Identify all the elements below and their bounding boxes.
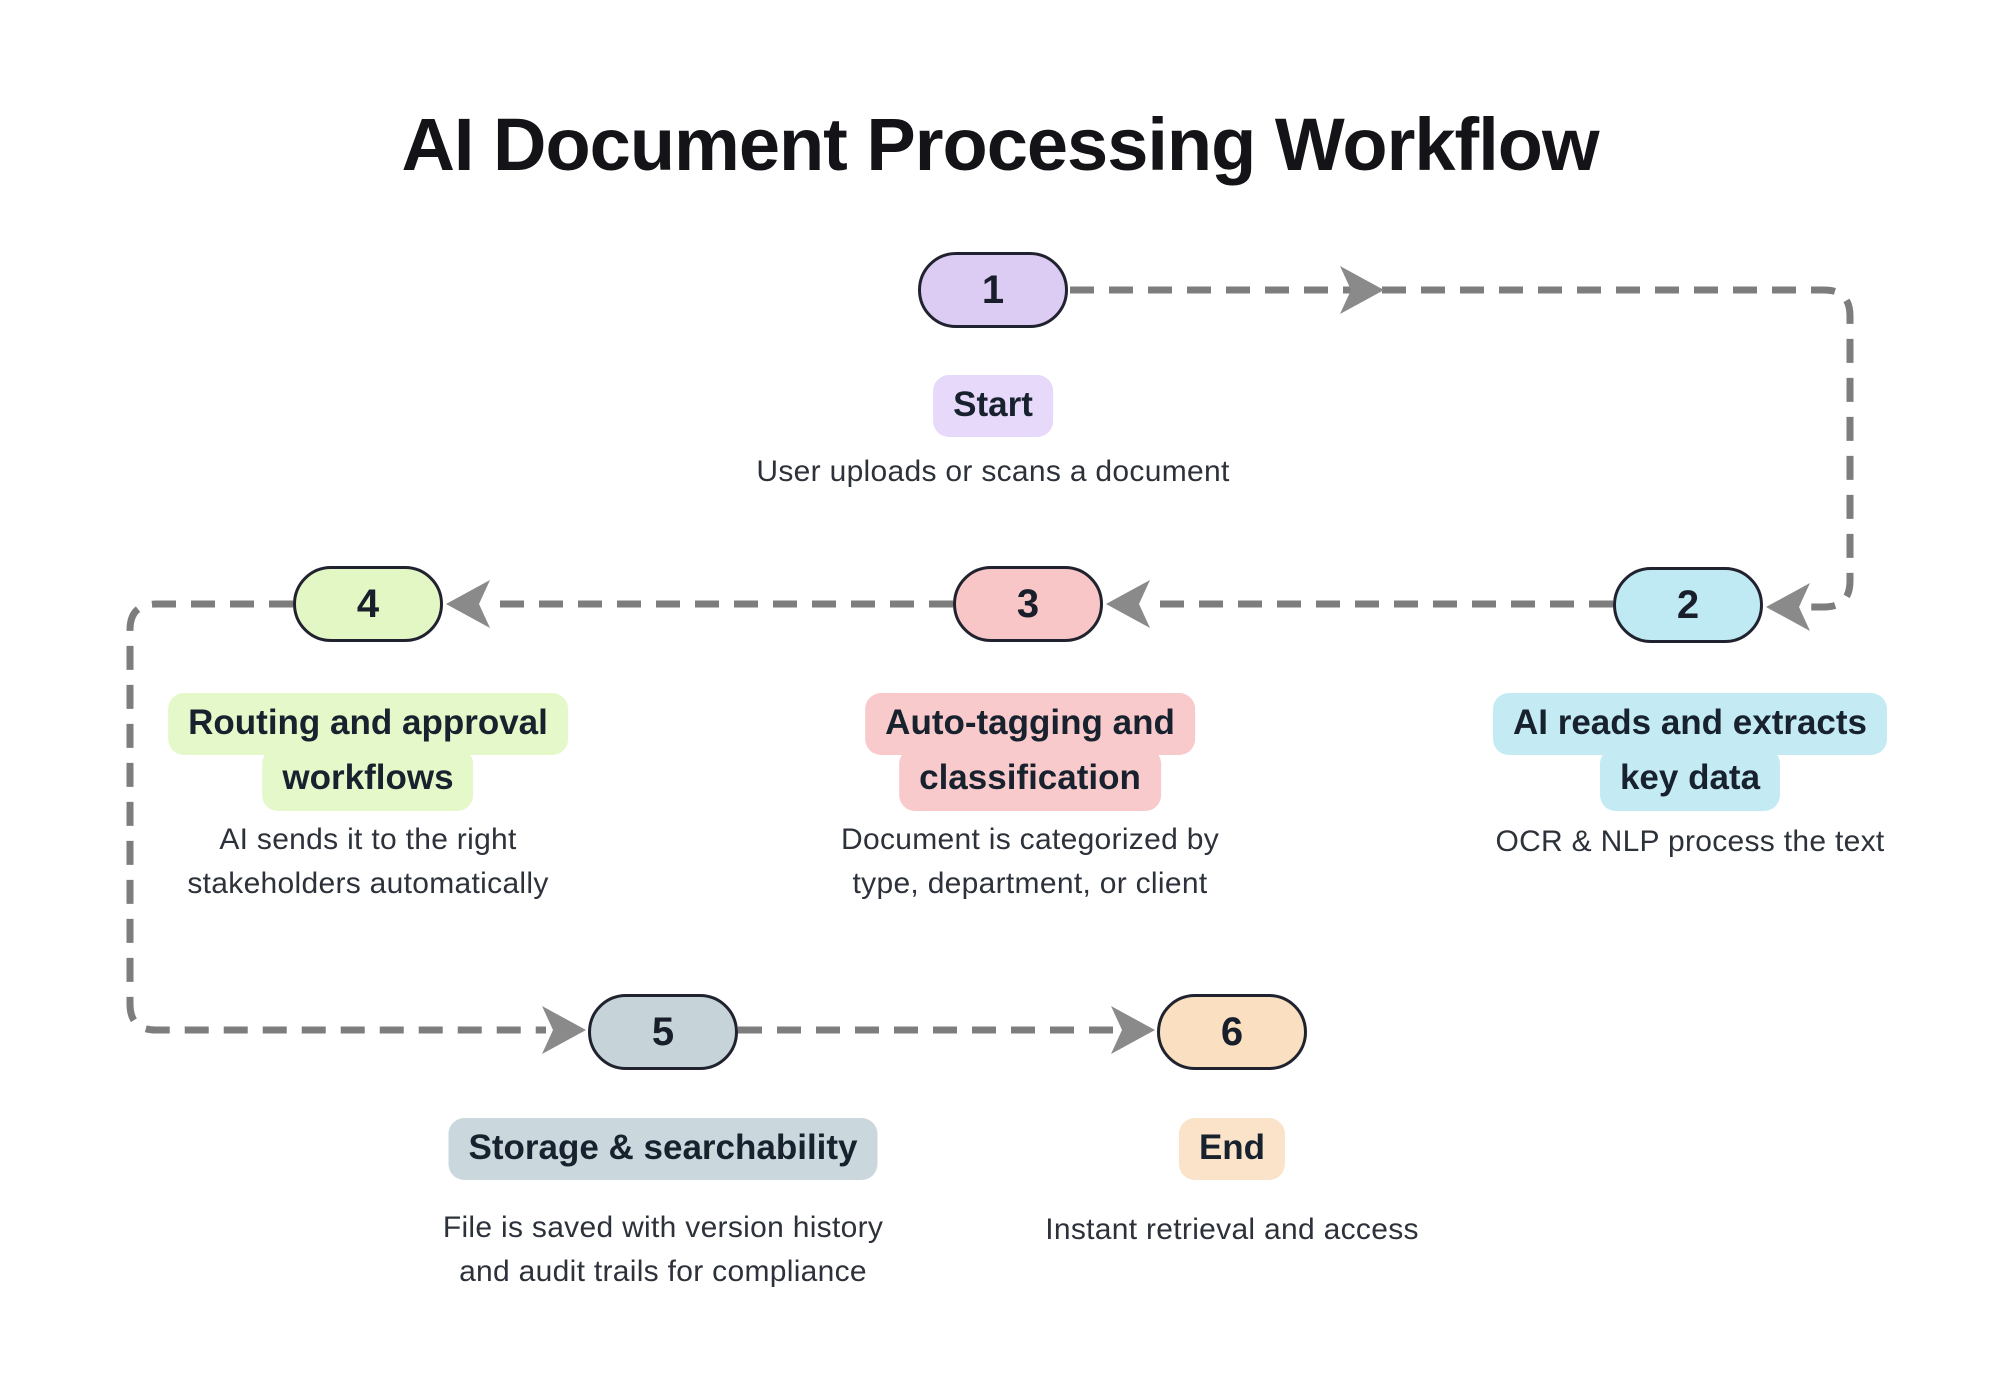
step-4-label-chip: Routing and approval <box>168 693 568 756</box>
arrowhead-into-3 <box>1106 580 1150 628</box>
step-3-description-line: type, department, or client <box>852 867 1208 900</box>
step-2-node: 2 <box>1613 567 1763 643</box>
step-6-description-line: Instant retrieval and access <box>1045 1213 1419 1246</box>
step-4-label: Routing and approval workflows <box>168 693 568 811</box>
step-5-description-line: File is saved with version history <box>442 1211 884 1244</box>
step-2-description: OCR & NLP process the text <box>1495 820 1884 864</box>
arrowhead-into-4 <box>446 580 490 628</box>
step-3-node: 3 <box>953 566 1103 642</box>
step-1-node: 1 <box>918 252 1068 328</box>
step-3-description-line: Document is categorized by <box>841 823 1219 856</box>
step-5-label-chip: Storage & searchability <box>448 1118 878 1181</box>
step-4-label-chip: workflows <box>262 748 474 811</box>
connector-4-5 <box>126 600 546 1034</box>
step-2-label-chip: AI reads and extracts <box>1492 693 1888 756</box>
step-4-number: 4 <box>356 581 380 626</box>
step-3-number: 3 <box>1016 581 1040 626</box>
arrowhead-into-6 <box>1111 1006 1155 1054</box>
step-3-label-chip: classification <box>899 748 1161 811</box>
step-2-label: AI reads and extracts key data <box>1492 693 1888 811</box>
step-4-description-line: stakeholders automatically <box>187 867 549 900</box>
step-5-label: Storage & searchability <box>448 1118 878 1181</box>
step-3-label: Auto-tagging and classification <box>865 693 1195 811</box>
step-5-node: 5 <box>588 994 738 1070</box>
arrowhead-into-5 <box>542 1006 586 1054</box>
step-4-description-line: AI sends it to the right <box>219 823 517 856</box>
step-6-label-chip: End <box>1178 1118 1286 1181</box>
step-5-description: File is saved with version history and a… <box>443 1206 883 1294</box>
step-2-number: 2 <box>1676 582 1700 627</box>
step-1-label: Start <box>933 375 1053 438</box>
step-6-number: 6 <box>1220 1009 1244 1054</box>
step-2-description-line: OCR & NLP process the text <box>1495 825 1885 858</box>
step-4-node: 4 <box>293 566 443 642</box>
step-1-description: User uploads or scans a document <box>756 450 1229 494</box>
page-title: AI Document Processing Workflow <box>401 103 1599 186</box>
step-5-number: 5 <box>651 1009 675 1054</box>
connector-1-2 <box>1070 286 1854 611</box>
arrowhead-mid-1-2 <box>1340 266 1384 314</box>
step-2-label-chip: key data <box>1599 748 1781 811</box>
step-1-number: 1 <box>981 267 1005 312</box>
step-6-label: End <box>1178 1118 1286 1181</box>
step-1-description-line: User uploads or scans a document <box>756 455 1230 488</box>
step-1-label-chip: Start <box>933 375 1053 438</box>
arrowhead-into-2 <box>1766 583 1810 631</box>
step-3-description: Document is categorized by type, departm… <box>841 818 1219 906</box>
step-3-label-chip: Auto-tagging and <box>865 693 1195 756</box>
step-6-description: Instant retrieval and access <box>1045 1208 1419 1252</box>
step-4-description: AI sends it to the right stakeholders au… <box>187 818 548 906</box>
step-6-node: 6 <box>1157 994 1307 1070</box>
step-5-description-line: and audit trails for compliance <box>459 1255 867 1288</box>
